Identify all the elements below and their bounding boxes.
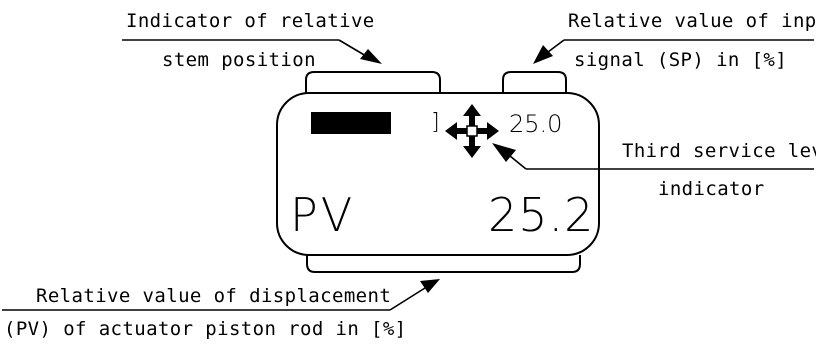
pv-label-line2: (PV) of actuator piston rod in [%] [4, 318, 407, 340]
lcd-bracket: ] [431, 110, 440, 135]
lcd-frame [276, 92, 600, 256]
stem-indicator-leader [122, 39, 382, 64]
service-level-label-line1: Third service level [622, 140, 816, 162]
sp-label-line1: Relative value of input [568, 10, 816, 32]
stem-indicator-brace [305, 71, 441, 93]
pv-leader [2, 279, 440, 311]
service-level-leader [492, 143, 814, 170]
stem-position-bar [311, 112, 391, 134]
service-level-label-line2: indicator [658, 178, 765, 200]
sp-value-leader [533, 39, 814, 64]
pv-value: 25.2 [488, 188, 595, 242]
pv-brace [306, 255, 581, 273]
stem-indicator-label-line2: stem position [162, 49, 316, 71]
four-way-arrow-icon [445, 104, 499, 158]
sp-label-line2: signal (SP) in [%] [574, 49, 788, 71]
pv-label: PV [290, 188, 356, 242]
pv-label-line1: Relative value of displacement [36, 285, 392, 307]
sp-value-brace [502, 71, 567, 93]
stem-indicator-label-line1: Indicator of relative [126, 10, 375, 32]
sp-value: 25.0 [509, 110, 563, 138]
